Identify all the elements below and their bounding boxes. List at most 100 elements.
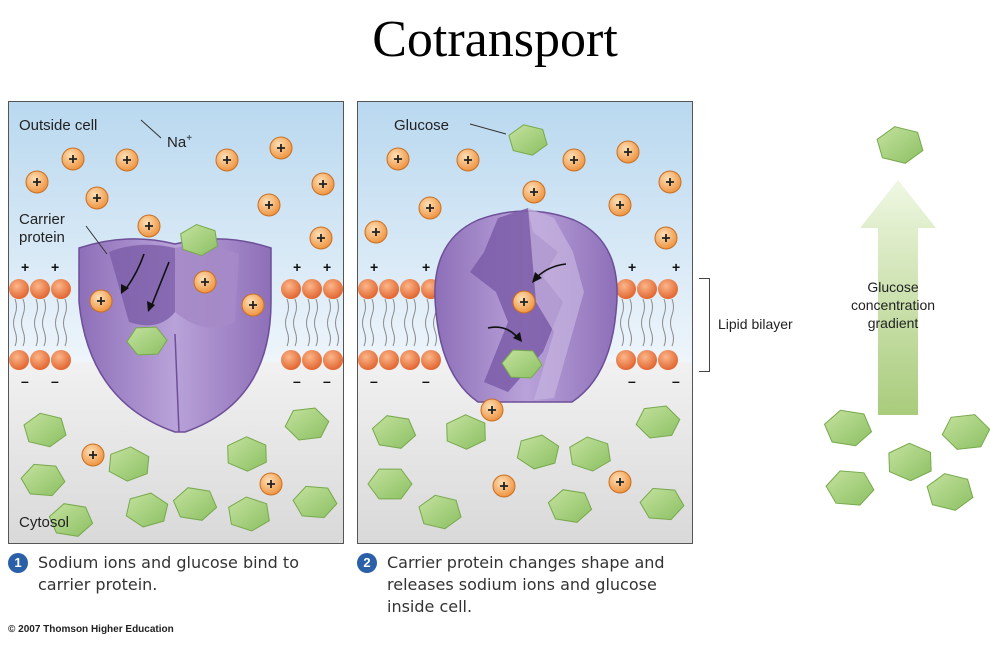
lipid-tail [391,298,395,347]
step2-text: Carrier protein changes shape and releas… [387,553,665,616]
glucose-molecule-icon [639,487,685,521]
glucose-label: Glucose [394,117,450,134]
glucose-molecule-icon [508,124,548,156]
lipid-tail [383,298,387,347]
sodium-ion-icon [658,170,682,194]
glucose-molecule-icon [547,489,593,523]
glucose-molecule-icon [926,473,974,511]
lipid-head [281,350,301,370]
panel-step1-diagram: +–+–+–+– [9,102,343,543]
glucose-molecule-icon [569,436,611,472]
sodium-ion-icon [259,472,283,496]
lipid-tail [13,298,17,347]
carrier-label-line [85,225,108,255]
cytosol-label: Cytosol [19,514,70,531]
step2-badge: 2 [357,553,377,573]
lipid-tail [314,298,318,347]
glucose-molecule-icon [501,349,543,379]
lipid-tail [42,298,46,347]
sodium-ion-icon [309,226,333,250]
lipid-tail [306,298,310,347]
lipid-head [421,350,441,370]
lipid-head [400,350,420,370]
page-title: Cotransport [372,11,618,68]
sodium-ion-icon [456,148,480,172]
sodium-ion-icon [480,398,504,422]
lipid-tail [327,298,331,347]
lipid-head [51,350,71,370]
sodium-ion-icon [137,214,161,238]
step1-badge: 1 [8,553,28,573]
glucose-molecule-icon [825,470,875,506]
glucose-molecule-icon [180,223,218,257]
glucose-molecule-icon [20,463,66,497]
lipid-tail [293,298,297,347]
sodium-ion-icon [61,147,85,171]
positive-charge-sign: + [293,259,301,275]
glucose-gradient-label: Glucose concentration gradient [850,279,936,331]
lipid-tail [21,298,25,347]
lipid-tail [662,298,666,347]
positive-charge-sign: + [21,259,29,275]
lipid-head [30,279,50,299]
lipid-head [379,279,399,299]
positive-charge-sign: + [422,259,430,275]
lipid-head [616,279,636,299]
lipid-head [379,350,399,370]
glucose-molecule-icon [446,414,486,450]
lipid-tail [641,298,645,347]
sodium-ion-icon [215,148,239,172]
lipid-head [637,279,657,299]
positive-charge-sign: + [628,259,636,275]
lipid-bilayer-label: Lipid bilayer [718,316,793,332]
lipid-tail [285,298,289,347]
sodium-ion-icon [193,270,217,294]
glucose-molecule-icon [228,496,270,532]
glucose-molecule-icon [284,407,330,441]
glucose-molecule-icon [48,503,94,537]
binding-arrow [150,261,170,308]
glucose-molecule-icon [108,446,150,482]
negative-charge-sign: – [628,373,636,389]
lipid-tail [412,298,416,347]
sodium-ion-icon [81,443,105,467]
sodium-ion-icon [269,136,293,160]
sodium-ion-icon [562,148,586,172]
glucose-molecule-icon [292,485,338,519]
lipid-tail [425,298,429,347]
lipid-bilayer-left: +–+–+–+– [9,259,343,389]
negative-charge-sign: – [293,373,301,389]
glucose-molecule-icon [126,326,168,356]
lipid-head [323,350,343,370]
glucose-molecule-icon [367,468,413,500]
positive-charge-sign: + [323,259,331,275]
sodium-ion-icon [241,293,265,317]
lipid-tail [55,298,59,347]
outside-cell-label: Outside cell [19,117,98,134]
glucose-molecule-icon [23,412,67,448]
sodium-ion-icon [364,220,388,244]
lipid-head [9,279,29,299]
glucose-molecule-icon [125,492,169,528]
sodium-ion-icon [85,186,109,210]
lipid-head [358,350,378,370]
sodium-ion-icon [89,289,113,313]
lipid-head [302,279,322,299]
lipid-bilayer-bracket [699,278,710,372]
sodium-ion-icon [522,180,546,204]
panel-step2: +–+–+–+– Glucose [357,101,693,544]
lipid-tail [620,298,624,347]
lipid-head [323,279,343,299]
na-label-line [140,119,162,139]
sodium-ion-icon [115,148,139,172]
lipid-head [281,279,301,299]
sodium-ion-icon [386,147,410,171]
lipid-head [637,350,657,370]
lipid-tail [670,298,674,347]
lipid-head [9,350,29,370]
glucose-molecule-icon [635,405,681,439]
negative-charge-sign: – [370,373,378,389]
lipid-head [400,279,420,299]
glucose-molecule-icon [418,494,462,530]
